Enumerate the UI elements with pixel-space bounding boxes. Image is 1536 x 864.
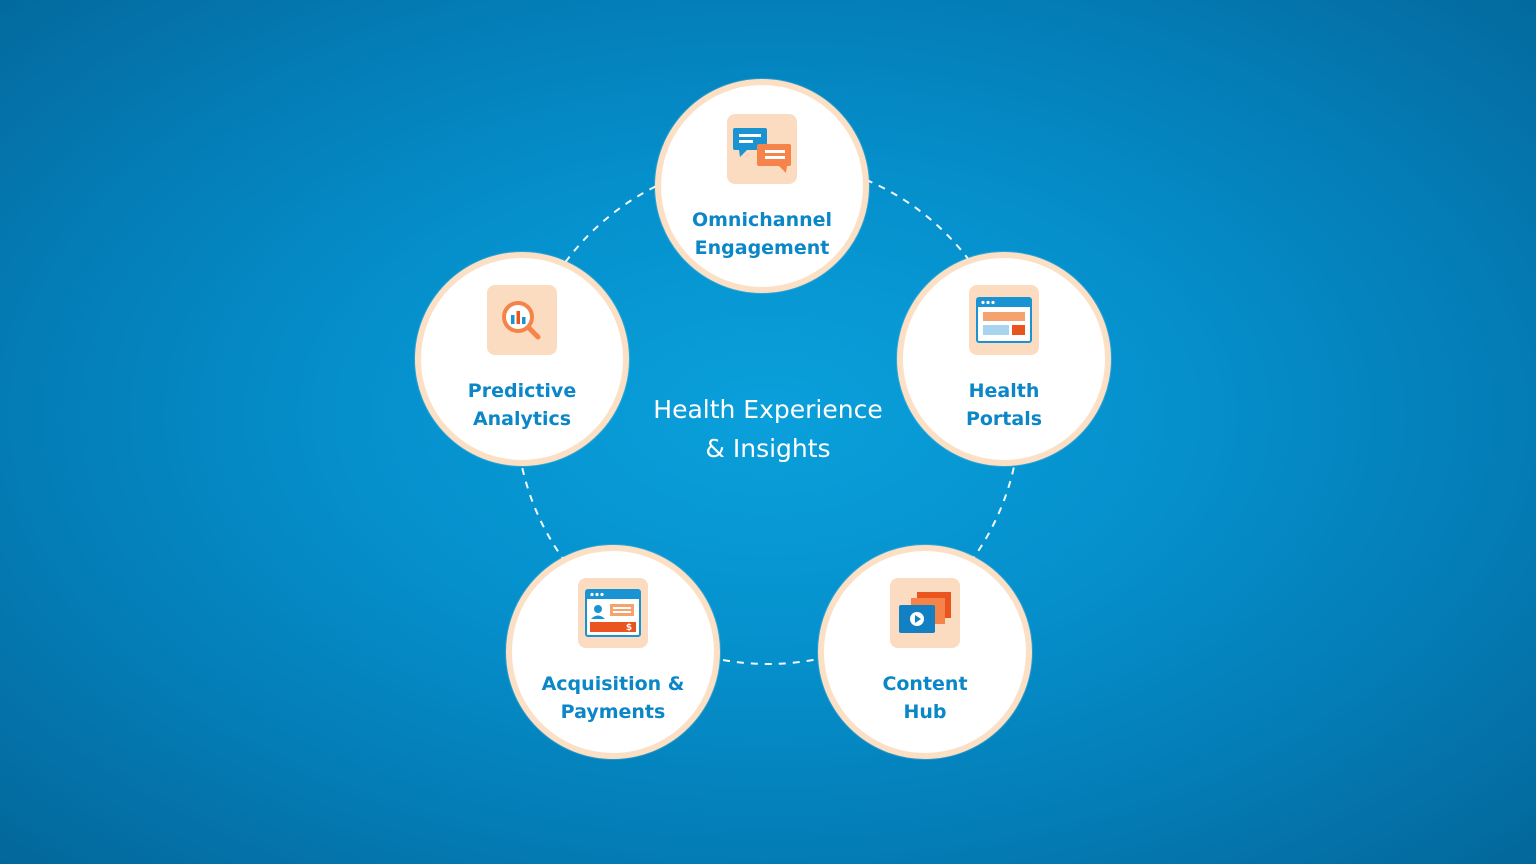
node-content-hub: Content Hub <box>818 545 1032 759</box>
node-label: Predictive Analytics <box>468 377 576 433</box>
svg-text:$: $ <box>626 623 632 633</box>
center-title-line: & Insights <box>705 434 831 463</box>
node-label-line: Portals <box>965 408 1043 430</box>
node-label-line: Payments <box>560 701 666 723</box>
node-label: Acquisition & Payments <box>542 670 685 726</box>
node-label-line: Hub <box>903 701 947 723</box>
node-label: Health Portals <box>966 377 1042 433</box>
center-title-line: Health Experience <box>653 395 883 424</box>
node-label-line: Engagement <box>694 237 830 259</box>
node-label: Omnichannel Engagement <box>692 206 832 262</box>
node-label-line: Acquisition & <box>541 673 685 695</box>
web-portal-icon <box>969 285 1039 355</box>
node-health-portals: Health Portals <box>897 252 1111 466</box>
node-label-line: Analytics <box>472 408 572 430</box>
video-stack-icon <box>890 578 960 648</box>
node-label-line: Predictive <box>467 380 577 402</box>
node-label-line: Health <box>968 380 1040 402</box>
node-acquisition-payments: $ Acquisition & Payments <box>506 545 720 759</box>
magnifier-chart-icon <box>487 285 557 355</box>
center-title: Health Experience & Insights <box>618 390 918 468</box>
payment-window-icon: $ <box>578 578 648 648</box>
chat-bubbles-icon <box>727 114 797 184</box>
node-predictive-analytics: Predictive Analytics <box>415 252 629 466</box>
node-label: Content Hub <box>882 670 967 726</box>
node-label-line: Omnichannel <box>691 209 833 231</box>
node-omnichannel-engagement: Omnichannel Engagement <box>655 79 869 293</box>
node-label-line: Content <box>882 673 968 695</box>
